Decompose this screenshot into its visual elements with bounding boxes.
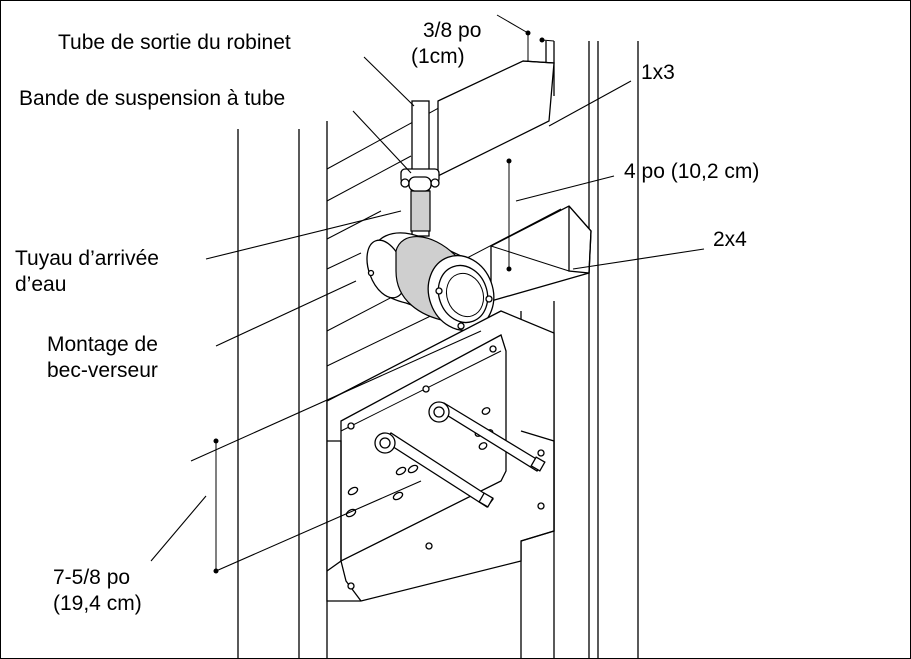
board-1x3 (437, 60, 555, 178)
label-spout-mount-line2: bec-verseur (47, 359, 158, 382)
valve-plate (326, 310, 555, 602)
label-board-2x4: 2x4 (713, 228, 747, 251)
label-dim-758-line1: 7-5/8 po (53, 566, 130, 589)
label-strap: Bande de suspension à tube (19, 87, 285, 110)
labels: Tube de sortie du robinet Bande de suspe… (15, 19, 759, 615)
label-dim-small-line1: 3/8 po (423, 19, 481, 42)
tube-strap (400, 168, 440, 192)
label-board-1x3: 1x3 (641, 61, 675, 84)
label-spout-mount-line1: Montage de (47, 333, 158, 356)
label-dim-758-line2: (19,4 cm) (53, 592, 142, 615)
valve-stems (374, 401, 546, 508)
board-2x4 (490, 205, 592, 302)
label-outlet-tube: Tube de sortie du robinet (58, 31, 291, 54)
label-inlet-pipe-line2: d’eau (15, 273, 66, 296)
spout-mount (366, 232, 495, 331)
leader-lines (150, 56, 705, 572)
label-dim-4in: 4 po (10,2 cm) (624, 160, 759, 183)
label-dim-small-line2: (1cm) (411, 45, 465, 68)
label-inlet-pipe-line1: Tuyau d’arrivée (15, 247, 159, 270)
